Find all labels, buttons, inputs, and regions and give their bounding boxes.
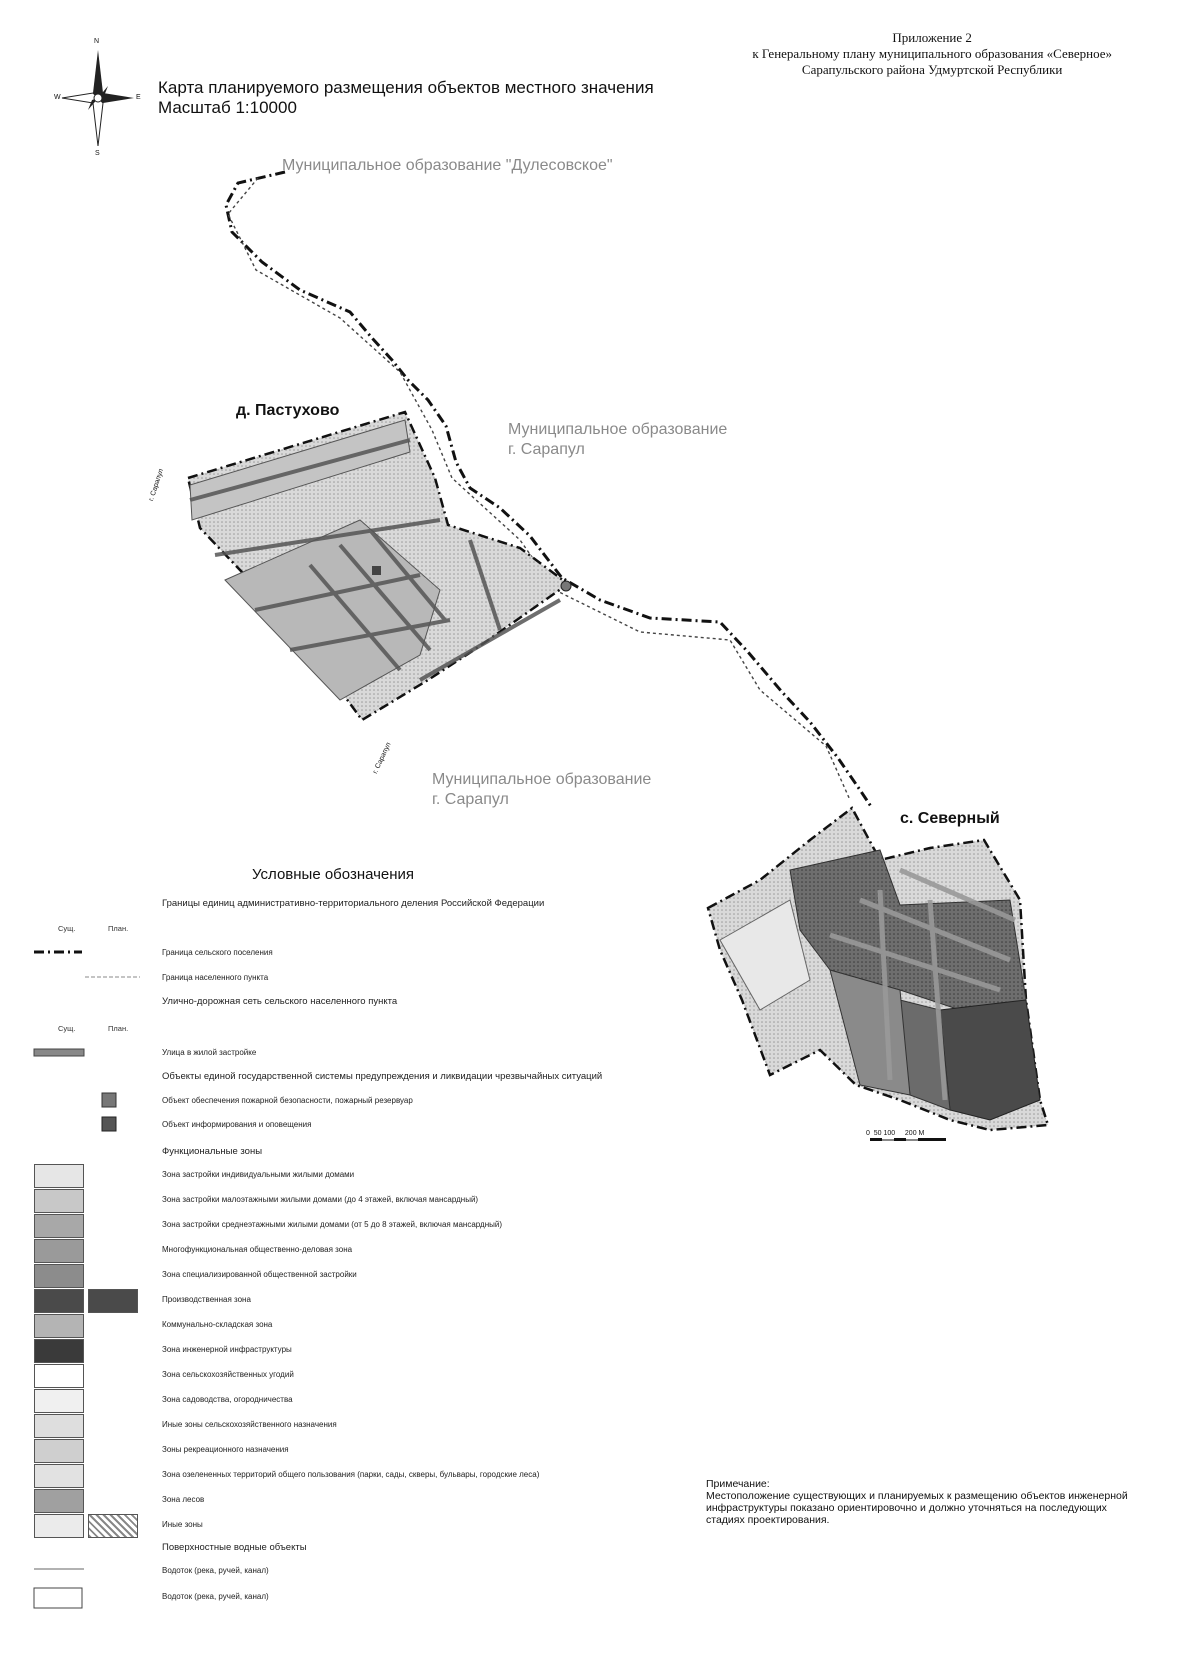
legend-zone-label: Иные зоны: [162, 1520, 203, 1529]
label-sarapul-2-line-2: г. Сарапул: [432, 791, 509, 808]
appendix-caption: Приложение 2 к Генеральному плану муници…: [752, 30, 1112, 78]
legend-zone-label: Зоны рекреационного назначения: [162, 1445, 289, 1454]
legend-zone-swatch: [34, 1314, 84, 1338]
legend-zone-swatch: [34, 1239, 84, 1263]
appendix-line-3: Сарапульского района Удмуртской Республи…: [801, 62, 1063, 77]
scale-bar-label: 0 50 100 200 М: [866, 1130, 925, 1137]
label-sarapul-1: Муниципальное образование г. Сарапул: [508, 420, 727, 460]
legend-zone-label: Иные зоны сельскохозяйственного назначен…: [162, 1420, 337, 1429]
legend-street: Улица в жилой застройке: [162, 1048, 257, 1057]
legend-col-existing-1: Сущ.: [58, 924, 76, 933]
map-title-block: Карта планируемого размещения объектов м…: [158, 78, 654, 118]
legend-zone-swatch: [34, 1189, 84, 1213]
legend-col-planned-2: План.: [108, 1024, 129, 1033]
label-sarapul-2-line-1: Муниципальное образование: [432, 771, 652, 788]
compass-rose-icon: N S W E: [54, 38, 141, 158]
legend-sec-emergency: Объекты единой государственной системы п…: [162, 1071, 603, 1082]
fire-object-icon: [560, 580, 572, 592]
label-sarapul-2: Муниципальное образование г. Сарапул: [432, 770, 651, 810]
map-title: Карта планируемого размещения объектов м…: [158, 78, 654, 97]
legend-fire: Объект обеспечения пожарной безопасности…: [162, 1096, 413, 1105]
legend-water-2: Водоток (река, ручей, канал): [162, 1592, 269, 1601]
legend-street-symbol: [33, 1048, 85, 1057]
legend-zone-swatch: [34, 1364, 84, 1388]
legend-zone-label: Производственная зона: [162, 1295, 251, 1304]
legend-zone-swatch: [34, 1339, 84, 1363]
legend-col-existing-2: Сущ.: [58, 1024, 76, 1033]
appendix-line-2: к Генеральному плану муниципального обра…: [752, 46, 1112, 61]
info-object-icon: [372, 566, 381, 575]
legend-zone-label: Зона застройки индивидуальными жилыми до…: [162, 1170, 355, 1179]
label-dulesovskoe: Муниципальное образование "Дулесовское": [282, 157, 613, 174]
legend-zone-swatch: [34, 1164, 84, 1188]
legend-fire-symbol: [101, 1092, 117, 1108]
compass-west: W: [54, 94, 61, 101]
appendix-line-1: Приложение 2: [892, 30, 972, 45]
legend-zone-label: Зона лесов: [162, 1495, 205, 1504]
legend-zone-swatch: [34, 1414, 84, 1438]
legend-zone-label: Коммунально-складская зона: [162, 1320, 273, 1329]
scale-bar-graphic: [870, 1138, 946, 1141]
legend-zone-label: Зона специализированной общественной зас…: [162, 1270, 357, 1279]
legend-water-area-symbol: [33, 1587, 83, 1609]
label-sarapul-1-line-1: Муниципальное образование: [508, 421, 728, 438]
legend-zone-swatch: [34, 1464, 84, 1488]
legend-zone-swatch-planned: [88, 1514, 138, 1538]
compass-south: S: [95, 150, 100, 157]
compass-east: E: [136, 94, 141, 101]
legend-info-symbol: [101, 1116, 117, 1132]
legend-col-planned-1: План.: [108, 924, 129, 933]
compass-north: N: [94, 38, 100, 45]
legend-locality-boundary: Граница населенного пункта: [162, 973, 269, 982]
rural-boundary-line: [224, 170, 874, 809]
label-sarapul-1-line-2: г. Сарапул: [508, 441, 585, 458]
label-pastukhovo: д. Пастухово: [236, 402, 340, 419]
map-scale: Масштаб 1:10000: [158, 98, 297, 117]
legend-zone-label: Зона озелененных территорий общего польз…: [162, 1470, 540, 1479]
legend-zone-swatch: [34, 1389, 84, 1413]
legend-water-1: Водоток (река, ручей, канал): [162, 1566, 269, 1575]
legend-zone-swatch: [34, 1489, 84, 1513]
legend-sec-zones: Функциональные зоны: [162, 1146, 263, 1157]
legend-zone-swatch: [34, 1214, 84, 1238]
note-block: Примечание: Местоположение существующих …: [706, 1478, 1146, 1526]
legend-zone-swatch: [34, 1264, 84, 1288]
legend-rural-boundary: Граница сельского поселения: [162, 948, 273, 957]
legend-zone-swatch: [34, 1289, 84, 1313]
note-heading: Примечание:: [706, 1478, 770, 1490]
label-severny: с. Северный: [900, 810, 1000, 827]
legend-zone-label: Зона сельскохозяйственных угодий: [162, 1370, 294, 1379]
legend-zone-label: Многофункциональная общественно-деловая …: [162, 1245, 353, 1254]
legend-zone-label: Зона застройки малоэтажными жилыми домам…: [162, 1195, 479, 1204]
pastukhovo-map: [186, 410, 572, 722]
legend-sec-water: Поверхностные водные объекты: [162, 1542, 307, 1553]
legend-sec-roads: Улично-дорожная сеть сельского населенно…: [162, 996, 398, 1007]
legend-zone-swatch-planned: [88, 1289, 138, 1313]
severny-map: [706, 806, 1050, 1132]
legend-zone-label: Зона застройки среднеэтажными жилыми дом…: [162, 1220, 503, 1229]
legend-info: Объект информирования и оповещения: [162, 1120, 312, 1129]
legend-title: Условные обозначения: [252, 866, 415, 883]
legend-sec-admin: Границы единиц административно-территори…: [162, 898, 545, 909]
legend-zone-swatch: [34, 1514, 84, 1538]
legend-zone-swatch: [34, 1439, 84, 1463]
legend-zone-label: Зона садоводства, огородничества: [162, 1395, 293, 1404]
legend-zone-label: Зона инженерной инфраструктуры: [162, 1345, 292, 1354]
note-text: Местоположение существующих и планируемы…: [706, 1490, 1128, 1526]
